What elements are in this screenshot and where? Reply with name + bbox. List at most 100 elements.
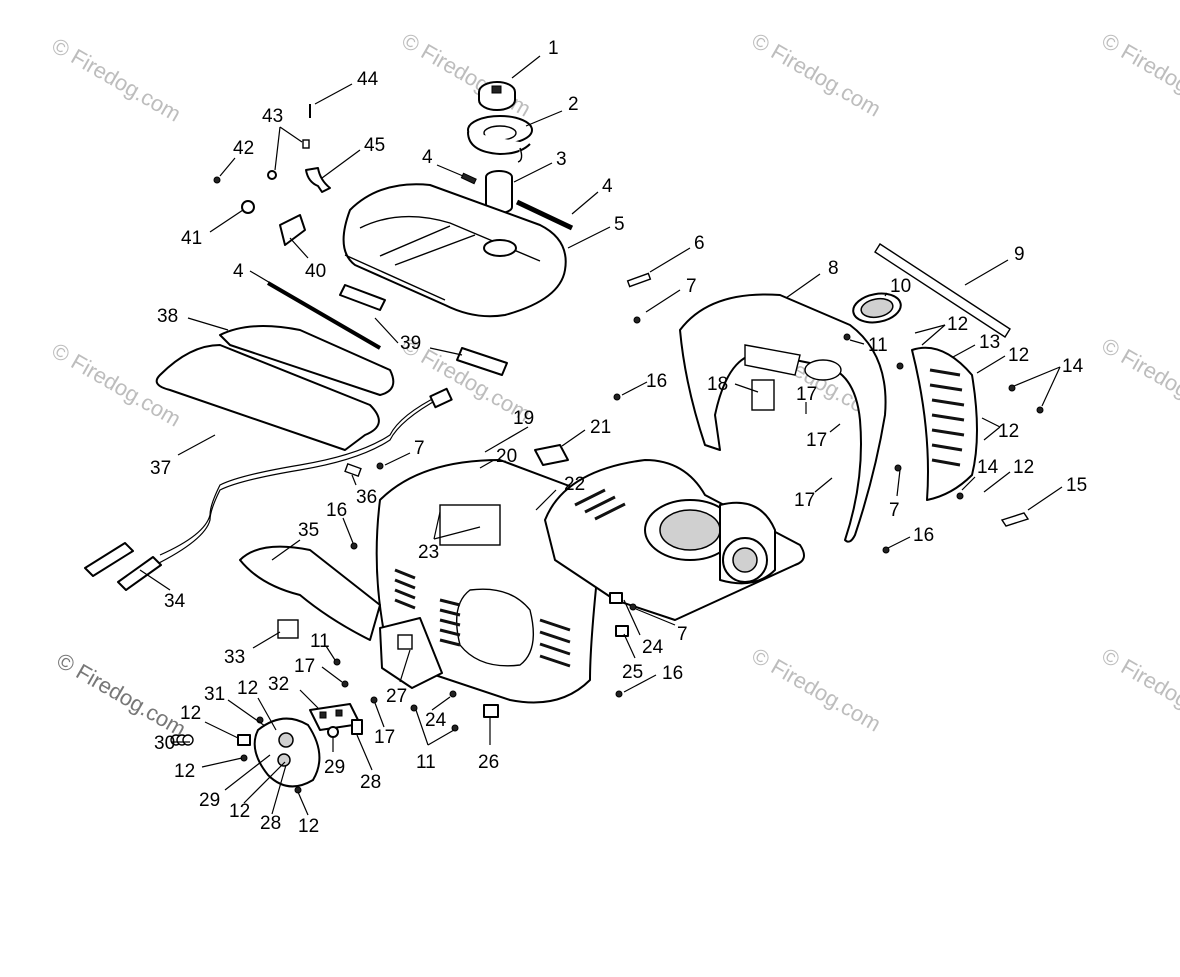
plug (429, 387, 453, 409)
callout-label: 27 (386, 686, 407, 707)
battery-clamp (84, 542, 134, 577)
switch (237, 734, 251, 746)
connector (615, 625, 629, 637)
tank-bracket (339, 284, 386, 311)
callout-label: 7 (889, 500, 900, 521)
elbow-hose (305, 167, 331, 193)
screw (213, 176, 221, 184)
label (874, 243, 1011, 338)
foam-block (534, 444, 569, 466)
connector (483, 704, 499, 718)
base-mat (155, 344, 380, 451)
callout-label: 4 (602, 176, 613, 197)
callout-label: 16 (646, 371, 667, 392)
label (344, 462, 362, 478)
watermark: © Firedog.com (398, 28, 536, 122)
callout-label: 4 (233, 261, 244, 282)
callout-label: 19 (513, 408, 534, 429)
callout-label: 26 (478, 752, 499, 773)
callout-label: 12 (180, 703, 201, 724)
mat-top (219, 325, 395, 396)
control-panel-plate (253, 717, 321, 788)
hose-bracket (279, 214, 306, 246)
callout-label: 17 (806, 430, 827, 451)
callout-label: 41 (181, 228, 202, 249)
callout-label: 31 (204, 684, 225, 705)
seal-strip (515, 199, 574, 231)
callout-label: 39 (400, 333, 421, 354)
callout-label: 33 (224, 647, 245, 668)
callout-label: 30 (154, 733, 175, 754)
washer (267, 170, 277, 180)
watermark: © Firedog.com (1098, 333, 1180, 427)
label (1000, 512, 1030, 527)
leader-lines (139, 55, 1063, 816)
callout-label: 13 (979, 332, 1000, 353)
callout-label: 11 (868, 335, 888, 356)
gasket-panel (239, 545, 381, 641)
side-grille (911, 346, 978, 501)
callout-label: 14 (1062, 356, 1084, 377)
rear-housing (679, 293, 887, 543)
callout-label: 17 (796, 384, 817, 405)
clip (302, 139, 310, 149)
callout-label: 9 (1014, 244, 1025, 265)
seal-strip (460, 172, 477, 185)
face-plate-knob (397, 634, 413, 650)
callout-label: 38 (157, 306, 178, 327)
watermark: © Firedog.com (48, 33, 186, 127)
fuel-cap (478, 81, 516, 111)
callout-label: 4 (422, 147, 433, 168)
callout-label: 5 (614, 214, 625, 235)
callout-label: 36 (356, 487, 377, 508)
callout-label: 45 (364, 135, 385, 156)
callout-label: 34 (164, 591, 186, 612)
callout-label: 24 (425, 710, 447, 731)
callout-label: 7 (414, 438, 425, 459)
callout-label: 16 (326, 500, 347, 521)
callout-label: 14 (977, 457, 999, 478)
tank-bracket (456, 347, 508, 376)
callout-label: 32 (268, 674, 289, 695)
fuel-tank (342, 183, 567, 318)
callout-label: 42 (233, 138, 254, 159)
battery-clamp (117, 556, 162, 591)
callout-label: 12 (998, 421, 1019, 442)
watermark: © Firedog.com (748, 28, 886, 122)
callout-label: 12 (174, 761, 195, 782)
watermark: © Firedog.com (1098, 28, 1180, 122)
callout-label: 10 (890, 276, 911, 297)
callout-label: 17 (294, 656, 315, 677)
callout-label: 17 (374, 727, 395, 748)
callout-label: 15 (1066, 475, 1087, 496)
callout-labels: 1 2 3 4 4 5 6 7 8 9 10 11 12 13 12 14 12… (150, 38, 1087, 837)
watermark: © Firedog.com (53, 648, 191, 742)
label-strip (626, 272, 652, 288)
callout-label: 44 (357, 69, 379, 90)
callout-label: 25 (622, 662, 643, 683)
callout-label: 2 (568, 94, 579, 115)
fuel-strainer-cup (467, 115, 533, 163)
switch (351, 719, 363, 735)
outlet (309, 703, 361, 731)
callout-label: 12 (1008, 345, 1029, 366)
face-plate (379, 617, 443, 689)
callout-label: 40 (305, 261, 326, 282)
callout-label: 3 (556, 149, 567, 170)
callout-label: 16 (913, 525, 934, 546)
engine-frame (544, 459, 805, 621)
connector (609, 592, 623, 604)
seal-strip (266, 281, 382, 350)
charging-cable (159, 394, 441, 556)
callout-label: 11 (416, 752, 436, 773)
callout-label: 29 (199, 790, 220, 811)
callout-label: 6 (694, 233, 705, 254)
label (277, 619, 299, 639)
callout-label: 43 (262, 106, 283, 127)
callout-label: 28 (360, 772, 381, 793)
callout-label: 12 (1013, 457, 1034, 478)
callout-label: 35 (298, 520, 319, 541)
callout-label: 23 (418, 542, 439, 563)
callout-label: 12 (298, 816, 319, 837)
